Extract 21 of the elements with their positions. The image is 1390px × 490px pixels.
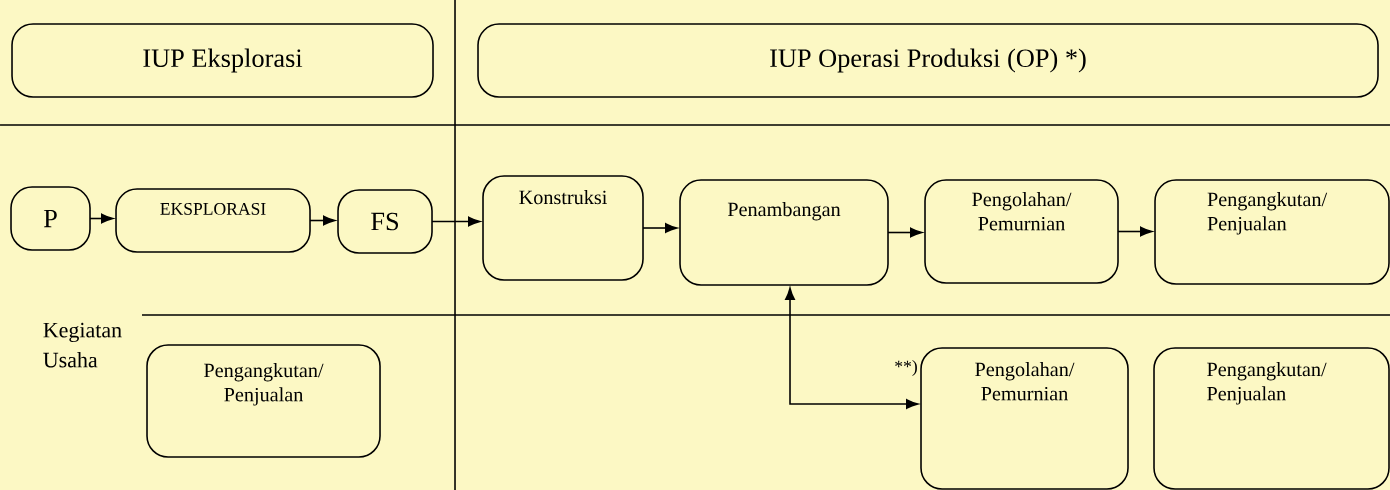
arrow (887, 227, 923, 238)
process-box: Pengolahan/ Pemurnian (924, 179, 1119, 284)
stage-box: IUP Operasi Produksi (OP) *) (477, 23, 1379, 98)
stage-box: IUP Eksplorasi (11, 23, 434, 98)
process-box: FS (337, 189, 433, 254)
process-box: Pengangkutan/ Penjualan (146, 344, 381, 458)
arrow (1117, 226, 1153, 237)
row-label: Kegiatan Usaha (43, 322, 122, 368)
process-box: Penambangan (679, 179, 889, 286)
arrow (309, 215, 336, 226)
process-box: Konstruksi (482, 175, 644, 281)
process-box: EKSPLORASI (115, 188, 311, 253)
arrow (642, 223, 678, 233)
arrow (431, 216, 481, 227)
arrow (785, 287, 919, 409)
footnote-mark: **) (895, 360, 917, 376)
process-box: Pengangkutan/ Penjualan (1153, 347, 1390, 490)
arrow (89, 213, 114, 224)
process-box: Pengolahan/ Pemurnian (920, 347, 1129, 490)
process-box: Pengangkutan/ Penjualan (1154, 179, 1390, 285)
process-box: P (10, 186, 91, 251)
